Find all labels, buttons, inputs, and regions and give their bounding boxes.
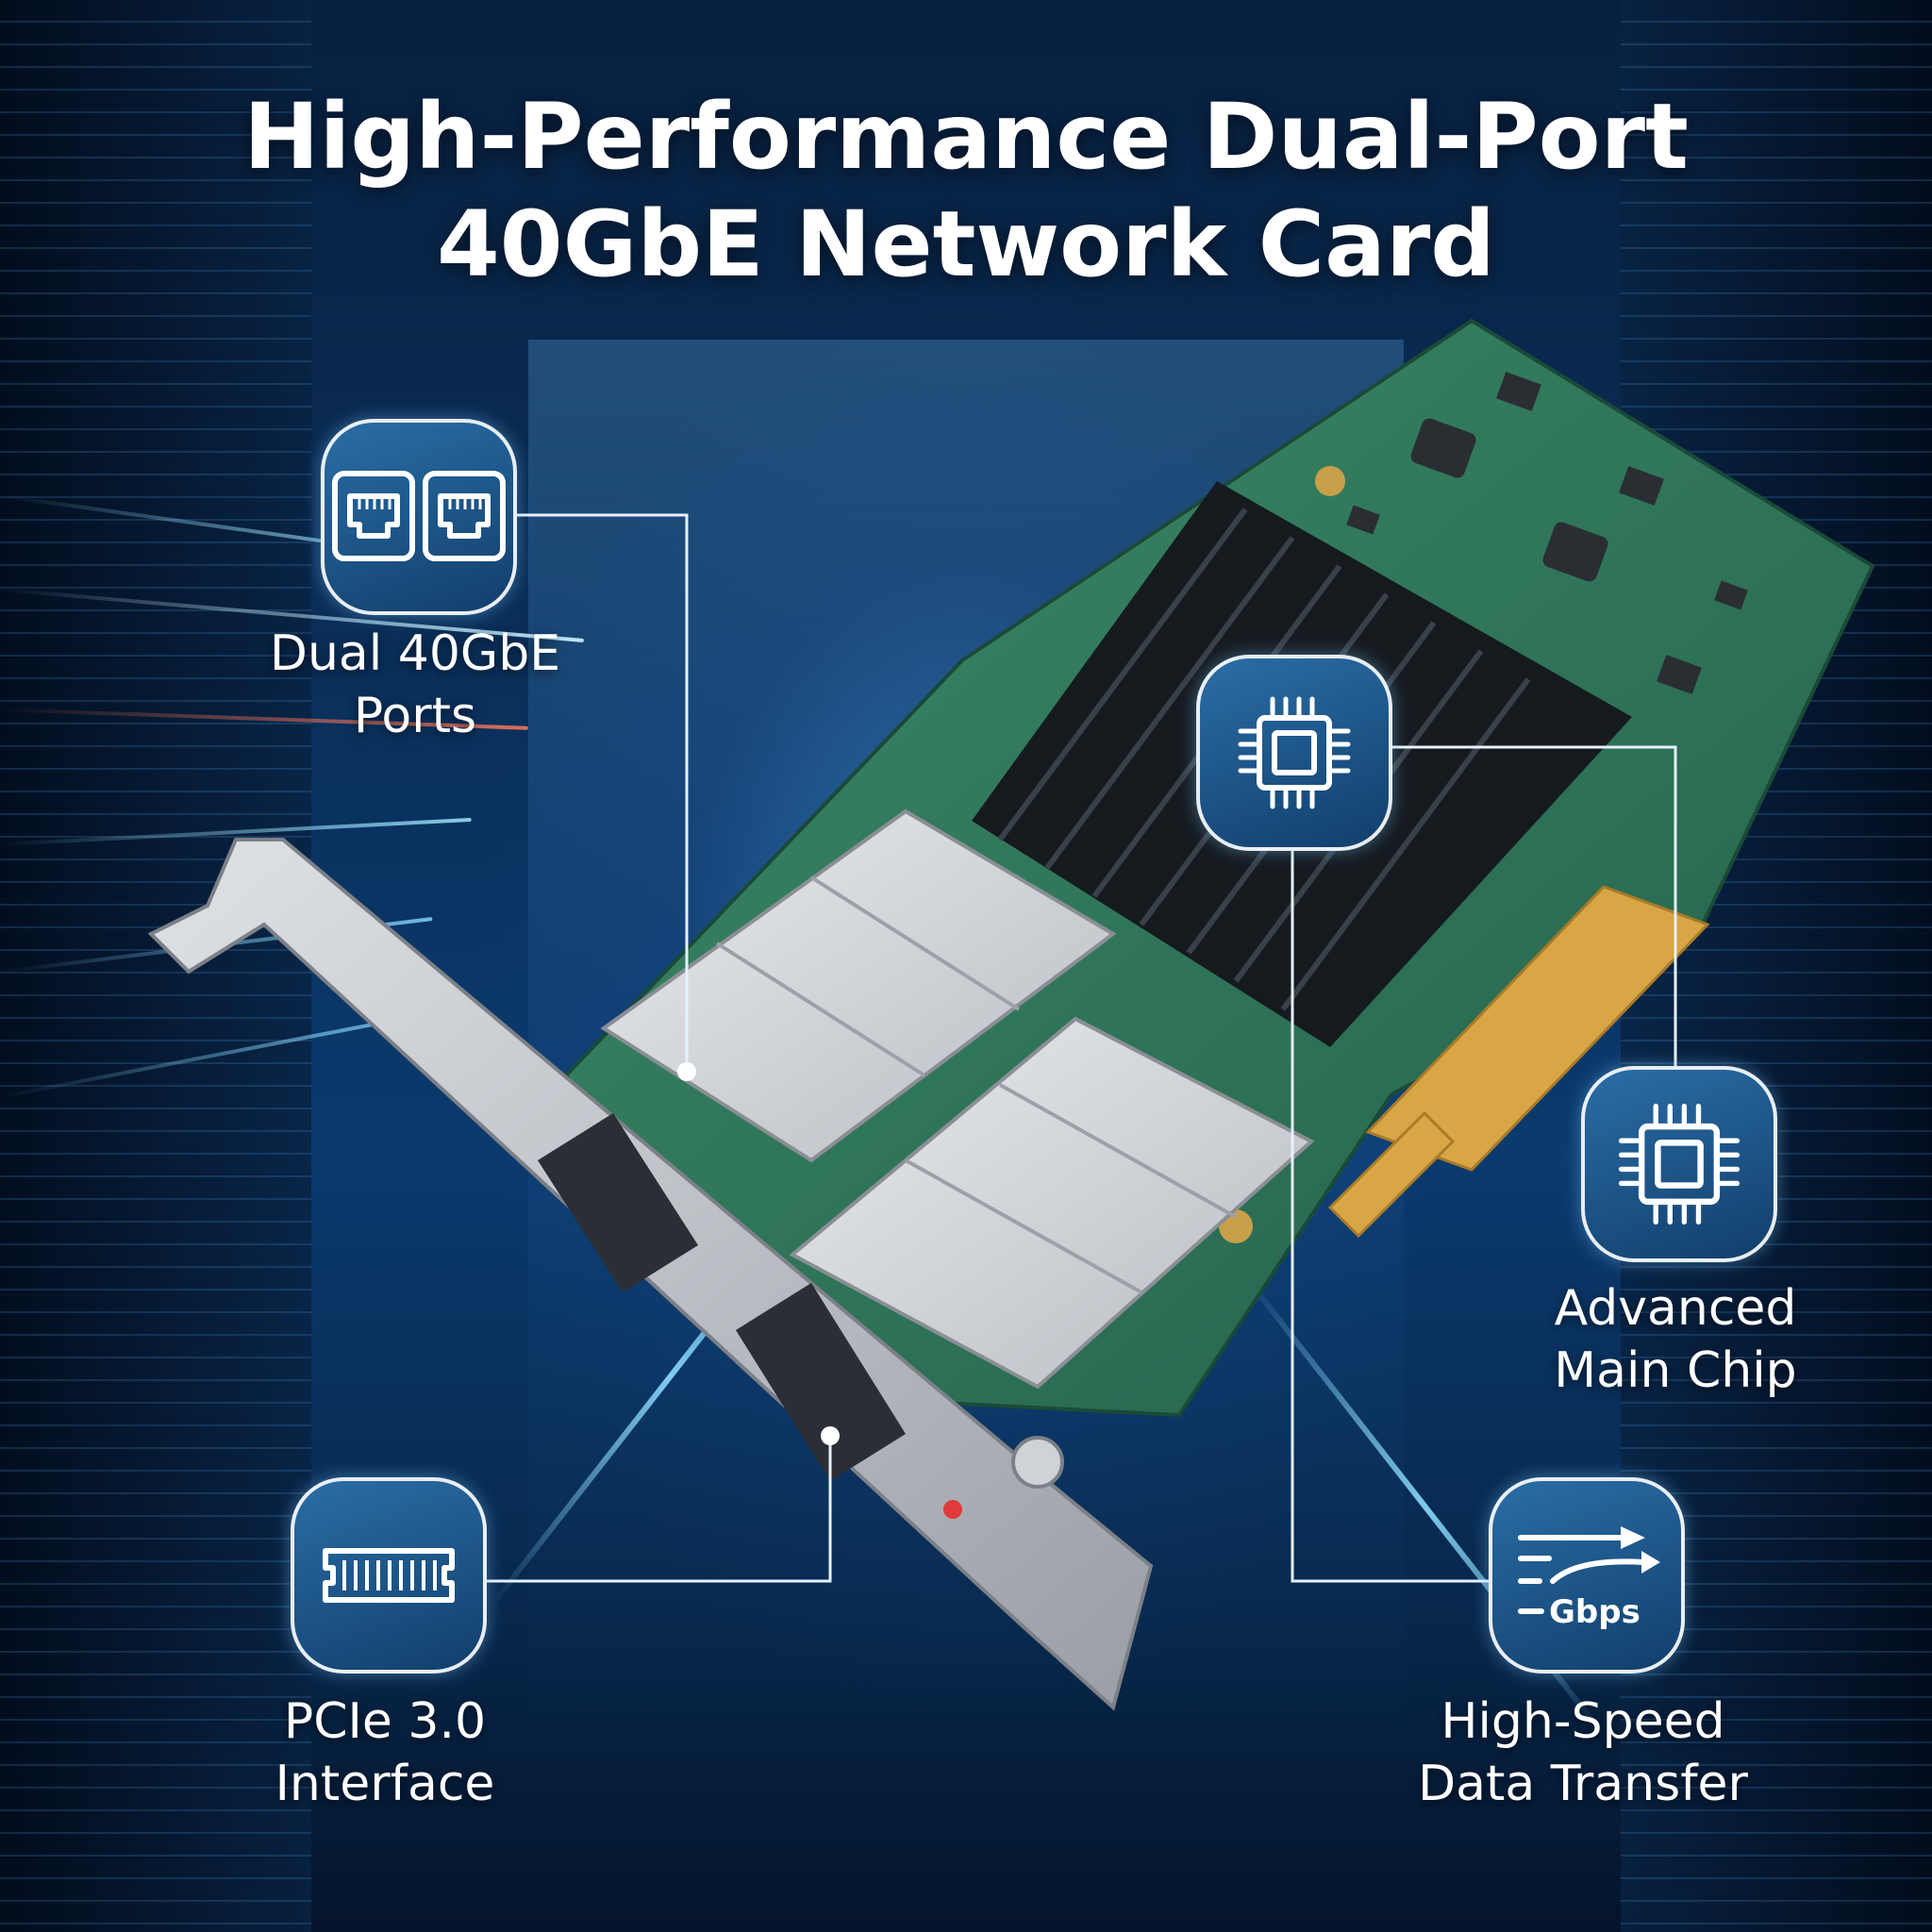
feature-label-chip-line2: Main Chip — [1554, 1342, 1797, 1399]
bracket-screw — [1011, 1436, 1064, 1489]
feature-label-chip-line1: Advanced — [1554, 1280, 1797, 1337]
feature-label-chip: Advanced Main Chip — [1487, 1277, 1864, 1402]
dual-ethernet-port-icon — [332, 471, 506, 561]
pcie-gold-contacts-short — [1327, 1110, 1456, 1239]
feature-label-ports-line2: Ports — [353, 688, 477, 744]
feature-label-pcie: PCIe 3.0 Interface — [196, 1690, 574, 1815]
feature-label-ports: Dual 40GbE Ports — [226, 623, 604, 747]
qsfp-cage-lower — [789, 1016, 1315, 1390]
processor-chip-icon — [1618, 1103, 1740, 1225]
pcie-gold-contacts — [1365, 885, 1710, 1172]
leader-line-pcie — [481, 1436, 832, 1583]
qsfp-cage-upper — [600, 808, 1117, 1163]
feature-label-ports-line1: Dual 40GbE — [269, 625, 561, 682]
pcb-mount-hole — [1315, 466, 1345, 496]
page-title: High-Performance Dual-Port 40GbE Network… — [0, 83, 1932, 298]
leader-line-speed — [1291, 840, 1489, 1583]
feature-label-speed: High-Speed Data Transfer — [1355, 1690, 1811, 1815]
feature-label-speed-line2: Data Transfer — [1418, 1756, 1748, 1812]
leader-line-ports — [514, 513, 689, 1072]
leader-line-chip — [1389, 745, 1677, 1066]
leader-dot-ports — [677, 1062, 696, 1081]
feature-label-pcie-line2: Interface — [275, 1756, 495, 1812]
feature-label-pcie-line1: PCIe 3.0 — [283, 1693, 487, 1750]
speed-icon-text: Gbps — [1549, 1593, 1641, 1631]
feature-badge-speed: Gbps — [1489, 1477, 1685, 1674]
title-line-1: High-Performance Dual-Port — [243, 84, 1689, 190]
speed-arrows-icon: Gbps — [1518, 1526, 1660, 1631]
title-line-2: 40GbE Network Card — [437, 192, 1495, 297]
pcb-components — [1346, 372, 1748, 694]
feature-badge-chip — [1581, 1066, 1777, 1262]
feature-badge-pcie — [291, 1477, 487, 1674]
feature-label-speed-line1: High-Speed — [1441, 1693, 1725, 1750]
feature-badge-chip-upper — [1196, 655, 1392, 851]
bracket-port-opening-upper — [538, 1113, 698, 1292]
bracket-port-opening-lower — [736, 1283, 906, 1481]
pcie-slot-icon — [323, 1548, 455, 1603]
leader-dot-pcie — [821, 1426, 840, 1445]
bracket-status-led — [943, 1500, 962, 1519]
feature-badge-ports — [321, 419, 517, 615]
processor-chip-icon — [1238, 696, 1351, 809]
